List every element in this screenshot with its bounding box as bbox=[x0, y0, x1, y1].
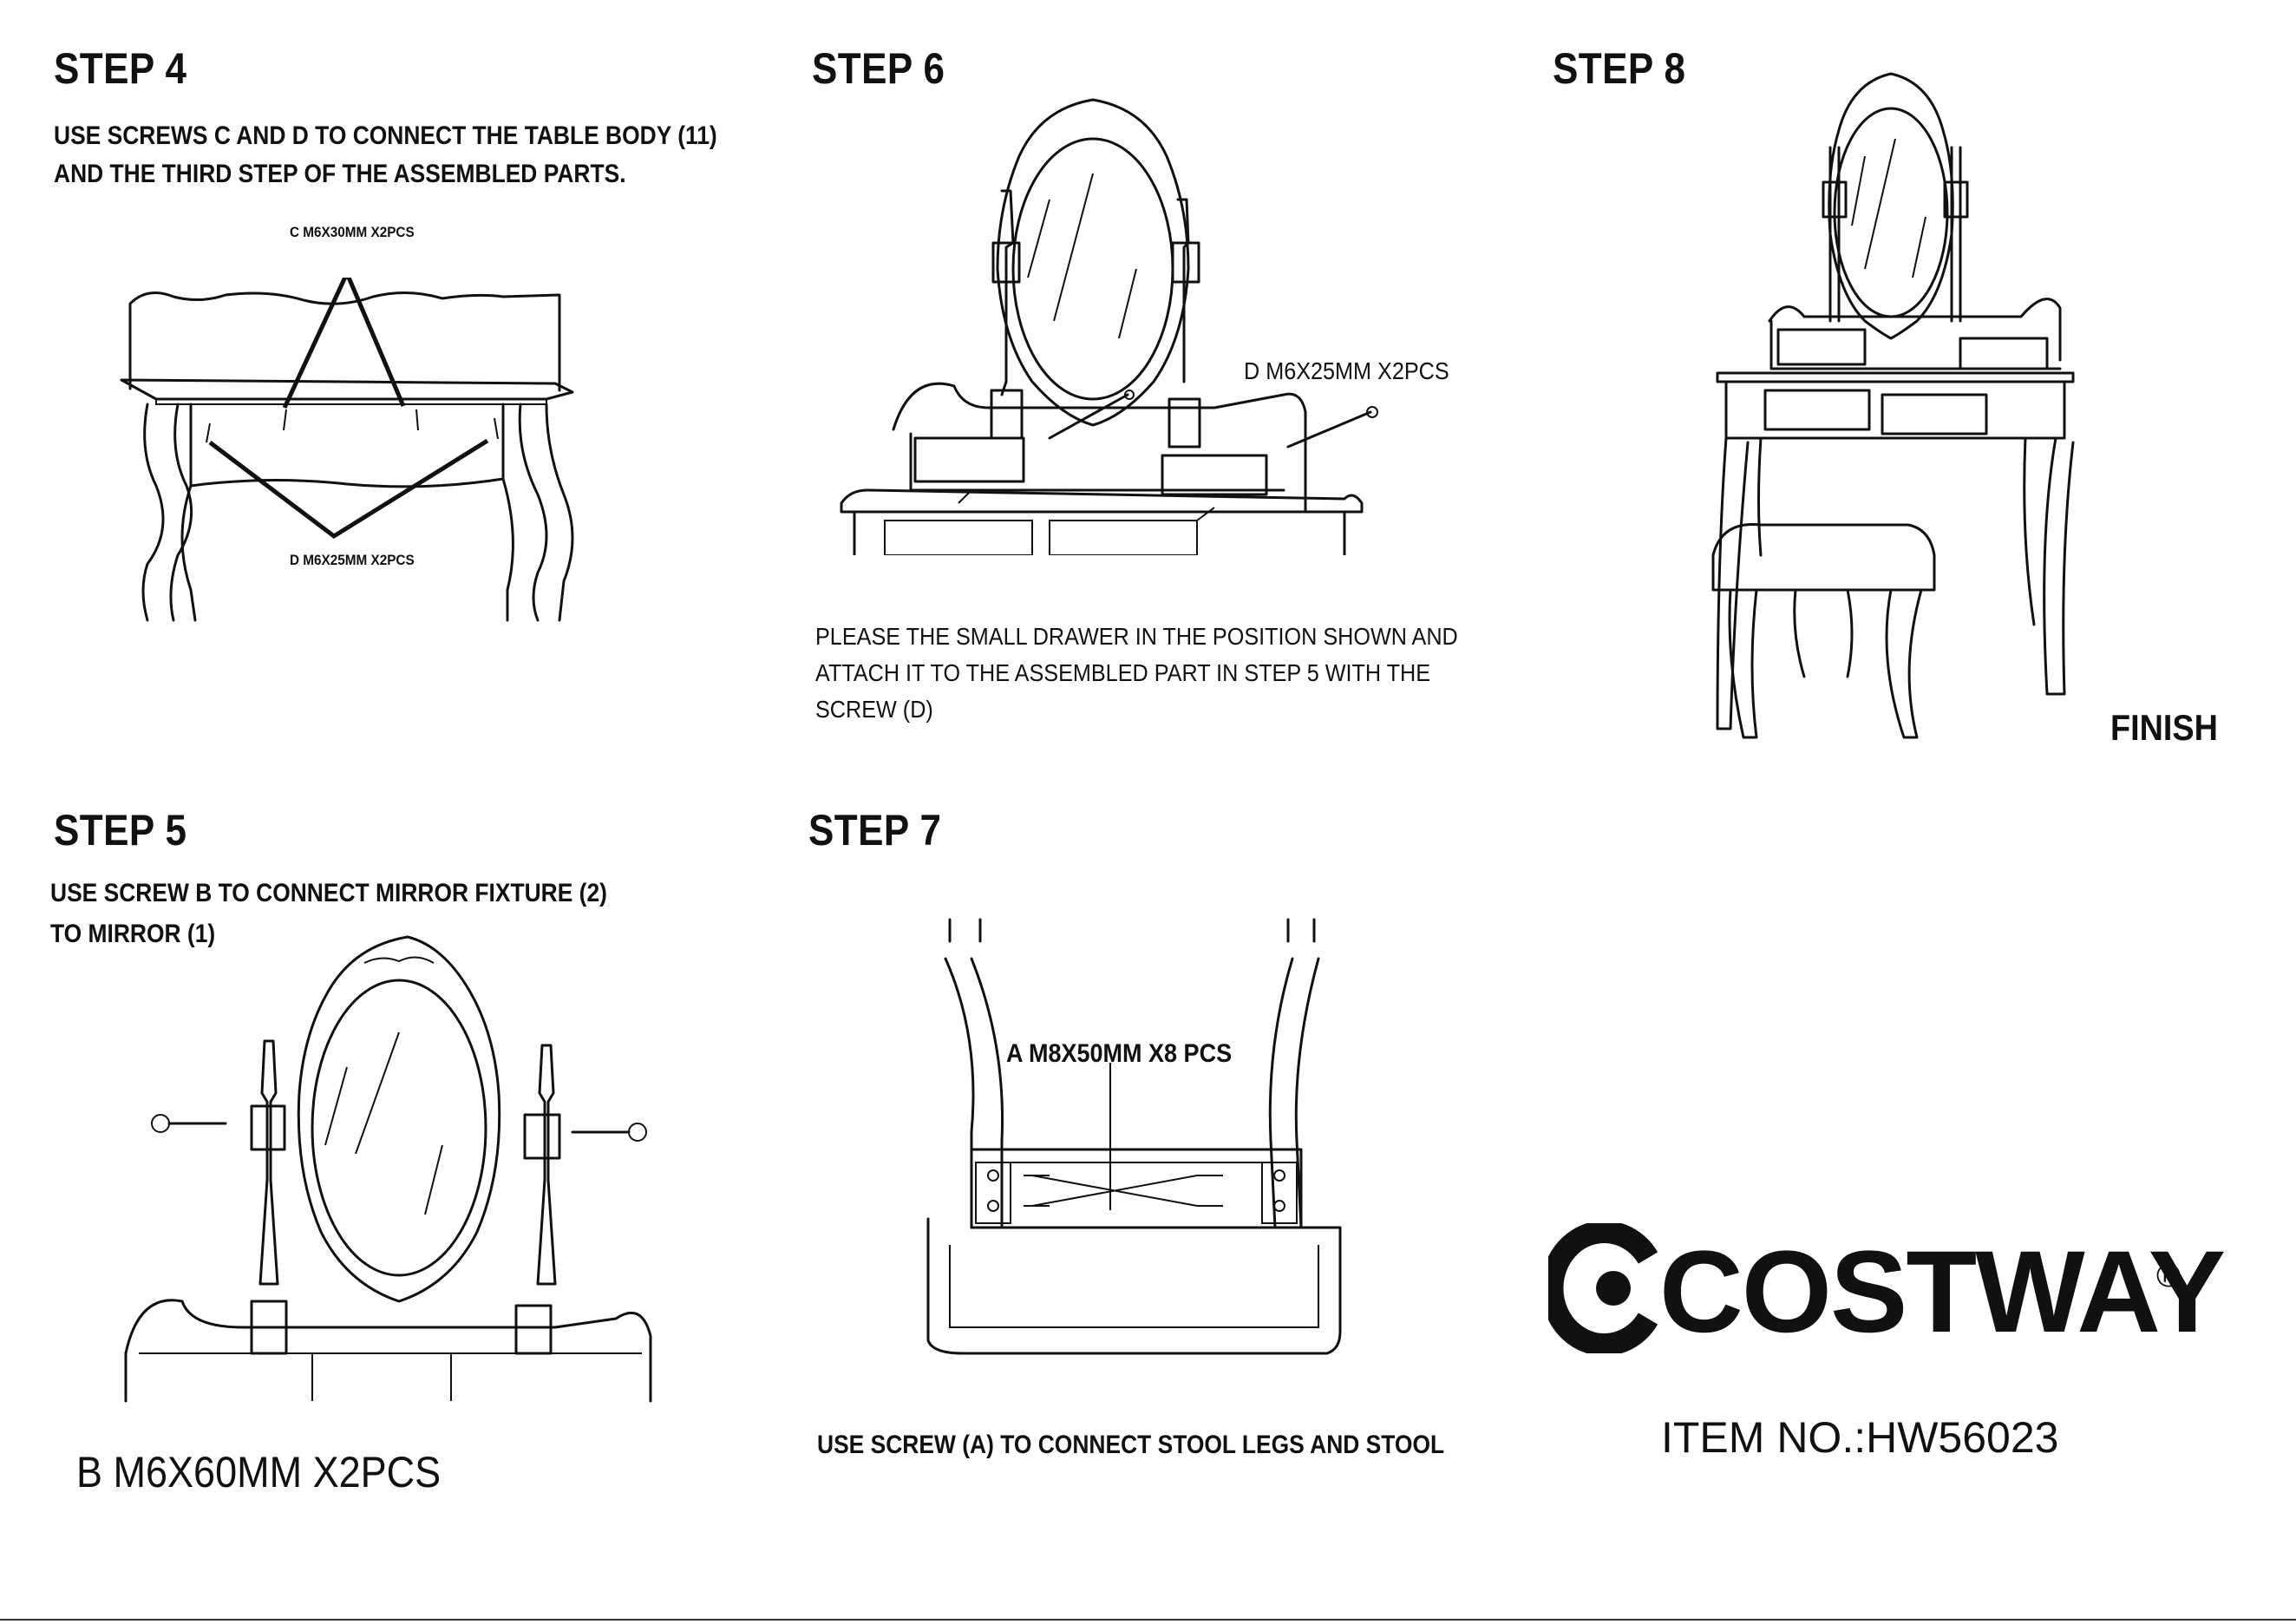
item-number: ITEM NO.:HW56023 bbox=[1661, 1413, 2059, 1462]
step5-instruction-line2: TO MIRROR (1) bbox=[50, 920, 216, 948]
step7-title: STEP 7 bbox=[808, 806, 942, 855]
step8-finished-vanity-diagram bbox=[1711, 72, 2075, 739]
step7-stool-diagram bbox=[926, 918, 1342, 1355]
step5-title: STEP 5 bbox=[54, 806, 187, 855]
step4-screw-c-label: C M6X30MM X2PCS bbox=[290, 224, 415, 240]
step7-screw-a-label: A M8X50MM X8 PCS bbox=[1006, 1039, 1233, 1068]
step4-table-body-diagram bbox=[120, 278, 574, 622]
step6-instruction-line1: PLEASE THE SMALL DRAWER IN THE POSITION … bbox=[815, 623, 1458, 650]
registered-mark: ® bbox=[2156, 1258, 2181, 1294]
step7-instruction: USE SCREW (A) TO CONNECT STOOL LEGS AND … bbox=[817, 1431, 1445, 1459]
step6-drawer-diagram bbox=[840, 98, 1378, 555]
step4-instruction-line1: USE SCREWS C AND D TO CONNECT THE TABLE … bbox=[54, 121, 717, 150]
step6-instruction-line2: ATTACH IT TO THE ASSEMBLED PART IN STEP … bbox=[815, 659, 1431, 686]
step5-instruction-line1: USE SCREW B TO CONNECT MIRROR FIXTURE (2… bbox=[50, 879, 607, 907]
bottom-rule bbox=[0, 1619, 2296, 1621]
step4-screw-d-label: D M6X25MM X2PCS bbox=[290, 552, 415, 568]
step5-screw-b-label: B M6X60MM X2PCS bbox=[76, 1448, 442, 1496]
step6-title: STEP 6 bbox=[812, 44, 945, 93]
costway-logo-mark bbox=[1548, 1223, 1658, 1353]
finish-label: FINISH bbox=[2110, 707, 2218, 748]
costway-logo-text: COSTWAY bbox=[1659, 1228, 2226, 1357]
step5-mirror-diagram bbox=[124, 935, 652, 1403]
step6-instruction-line3: SCREW (D) bbox=[815, 696, 933, 723]
step6-screw-d-label: D M6X25MM X2PCS bbox=[1244, 357, 1449, 384]
step4-title: STEP 4 bbox=[54, 44, 187, 93]
step8-title: STEP 8 bbox=[1553, 44, 1686, 93]
step4-instruction-line2: AND THE THIRD STEP OF THE ASSEMBLED PART… bbox=[54, 160, 626, 188]
